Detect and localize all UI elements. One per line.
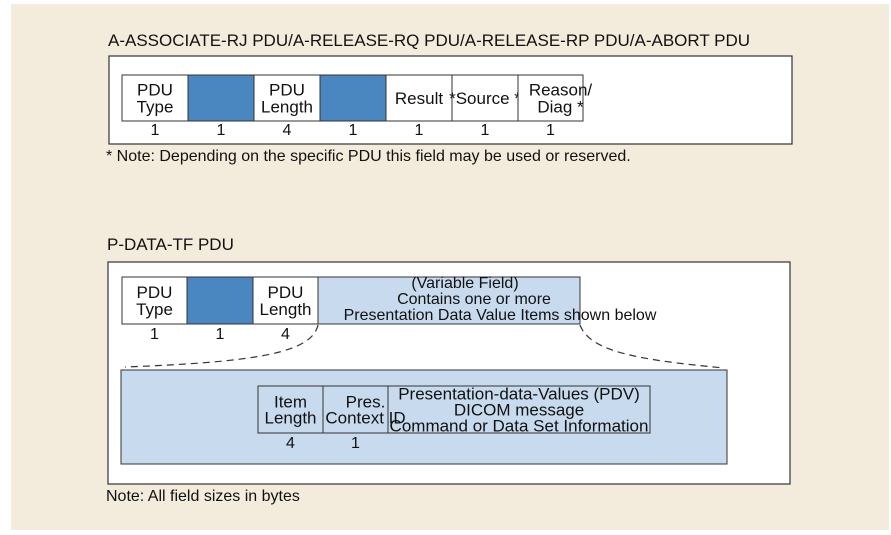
field-sizes-note: Note: All field sizes in bytes [106, 488, 300, 505]
rj-field-6-label-1: Diag * [537, 98, 584, 117]
rj-section-title: A-ASSOCIATE-RJ PDU/A-RELEASE-RQ PDU/A-RE… [108, 31, 750, 50]
rj-field-4-size: 1 [415, 122, 424, 139]
pdv-field-0-label-0: Item [274, 393, 307, 412]
pdv-field-1-size: 1 [351, 435, 360, 452]
pdata-field-2-size: 4 [281, 326, 290, 343]
rj-field-0-size: 1 [151, 122, 160, 139]
rj-field-6-size: 1 [546, 122, 555, 139]
pdata-field-2-label-1: Length [260, 300, 312, 319]
rj-field-1-reserved [187, 74, 255, 122]
pdv-field-0-size: 4 [286, 435, 295, 452]
rj-field-0-label-0: PDU [137, 81, 173, 100]
pdata-field-0-size: 1 [150, 326, 159, 343]
rj-field-5-size: 1 [481, 122, 490, 139]
pdata-section-title: P-DATA-TF PDU [107, 235, 234, 254]
pdv-field-1-label-1: Context ID [325, 409, 405, 428]
variable-field-line-2: Contains one or more [397, 291, 551, 308]
rj-field-2-size: 4 [283, 122, 292, 139]
rj-field-0-label-1: Type [137, 98, 174, 117]
pdata-field-1-reserved [186, 276, 254, 325]
rj-field-5-label-0: *Source * [449, 89, 521, 108]
pdv-field-2 [387, 385, 651, 434]
pdv-field-1-label-0: Pres. [346, 393, 386, 412]
pdata-field-0-label-1: Type [136, 300, 173, 319]
expansion-line-left [124, 324, 319, 368]
variable-field-line-1: (Variable Field) [411, 275, 518, 292]
pdata-field-0 [121, 276, 188, 325]
rj-field-2 [253, 74, 321, 122]
pdata-field-2-label-0: PDU [268, 283, 304, 302]
rj-field-2-label-0: PDU [269, 81, 305, 100]
rj-field-3-reserved [319, 74, 387, 122]
rj-field-6 [517, 74, 584, 122]
rj-field-4-label-0: Result [395, 89, 443, 108]
rj-field-6-label-0: Reason/ [529, 81, 593, 100]
pdv-field-2-label-0: Presentation-data-Values (PDV) [398, 385, 640, 404]
rj-field-4 [385, 74, 453, 122]
pdv-field-0-label-1: Length [265, 409, 317, 428]
rj-field-2-label-1: Length [261, 98, 313, 117]
pdata-field-0-label-0: PDU [137, 283, 173, 302]
pdv-field-2-label-2: Command or Data Set Information [390, 417, 649, 436]
expansion-line-right [579, 324, 725, 369]
rj-section-note: * Note: Depending on the specific PDU th… [106, 148, 631, 165]
rj-field-5 [451, 74, 519, 122]
pdata-field-2 [252, 276, 319, 325]
variable-field-line-3: Presentation Data Value Items shown belo… [344, 307, 657, 324]
rj-field-1-size: 1 [217, 122, 226, 139]
pdata-field-1-size: 1 [216, 326, 225, 343]
rj-field-3-size: 1 [349, 122, 358, 139]
rj-field-0 [121, 74, 189, 122]
variable-field-box [317, 276, 581, 325]
pdv-field-2-label-1: DICOM message [454, 401, 584, 420]
